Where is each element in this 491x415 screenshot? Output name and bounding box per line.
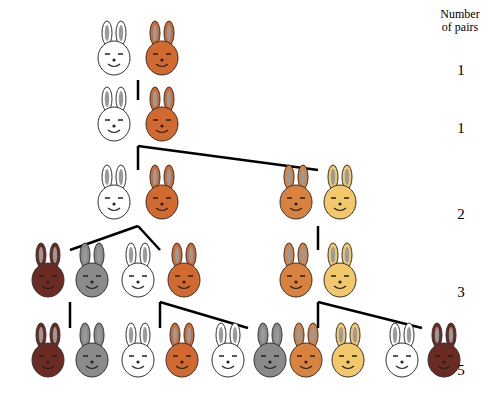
rabbit xyxy=(324,243,356,297)
family-lines xyxy=(70,80,422,328)
rabbit xyxy=(280,243,312,297)
rabbit xyxy=(76,323,108,377)
rabbit xyxy=(98,165,130,219)
pair-count: 5 xyxy=(446,362,476,379)
rabbit xyxy=(212,323,244,377)
pair-count: 2 xyxy=(446,206,476,223)
rabbit xyxy=(122,323,154,377)
rabbit xyxy=(98,21,130,75)
rabbit xyxy=(146,21,178,75)
rabbit xyxy=(324,165,356,219)
column-heading: Number of pairs xyxy=(434,8,486,34)
rabbit xyxy=(146,87,178,141)
rabbit xyxy=(166,323,198,377)
rabbit xyxy=(168,243,200,297)
rabbit xyxy=(98,87,130,141)
pair-count: 1 xyxy=(446,120,476,137)
rabbit xyxy=(76,243,108,297)
rabbit xyxy=(428,323,460,377)
rabbit xyxy=(146,165,178,219)
rabbit xyxy=(254,323,286,377)
rabbit xyxy=(386,323,418,377)
rabbit xyxy=(280,165,312,219)
rabbit xyxy=(32,323,64,377)
rabbit xyxy=(122,243,154,297)
rabbit xyxy=(332,323,364,377)
pair-count: 1 xyxy=(446,62,476,79)
pair-count: 3 xyxy=(446,284,476,301)
rabbit xyxy=(32,243,64,297)
rabbit xyxy=(290,323,322,377)
